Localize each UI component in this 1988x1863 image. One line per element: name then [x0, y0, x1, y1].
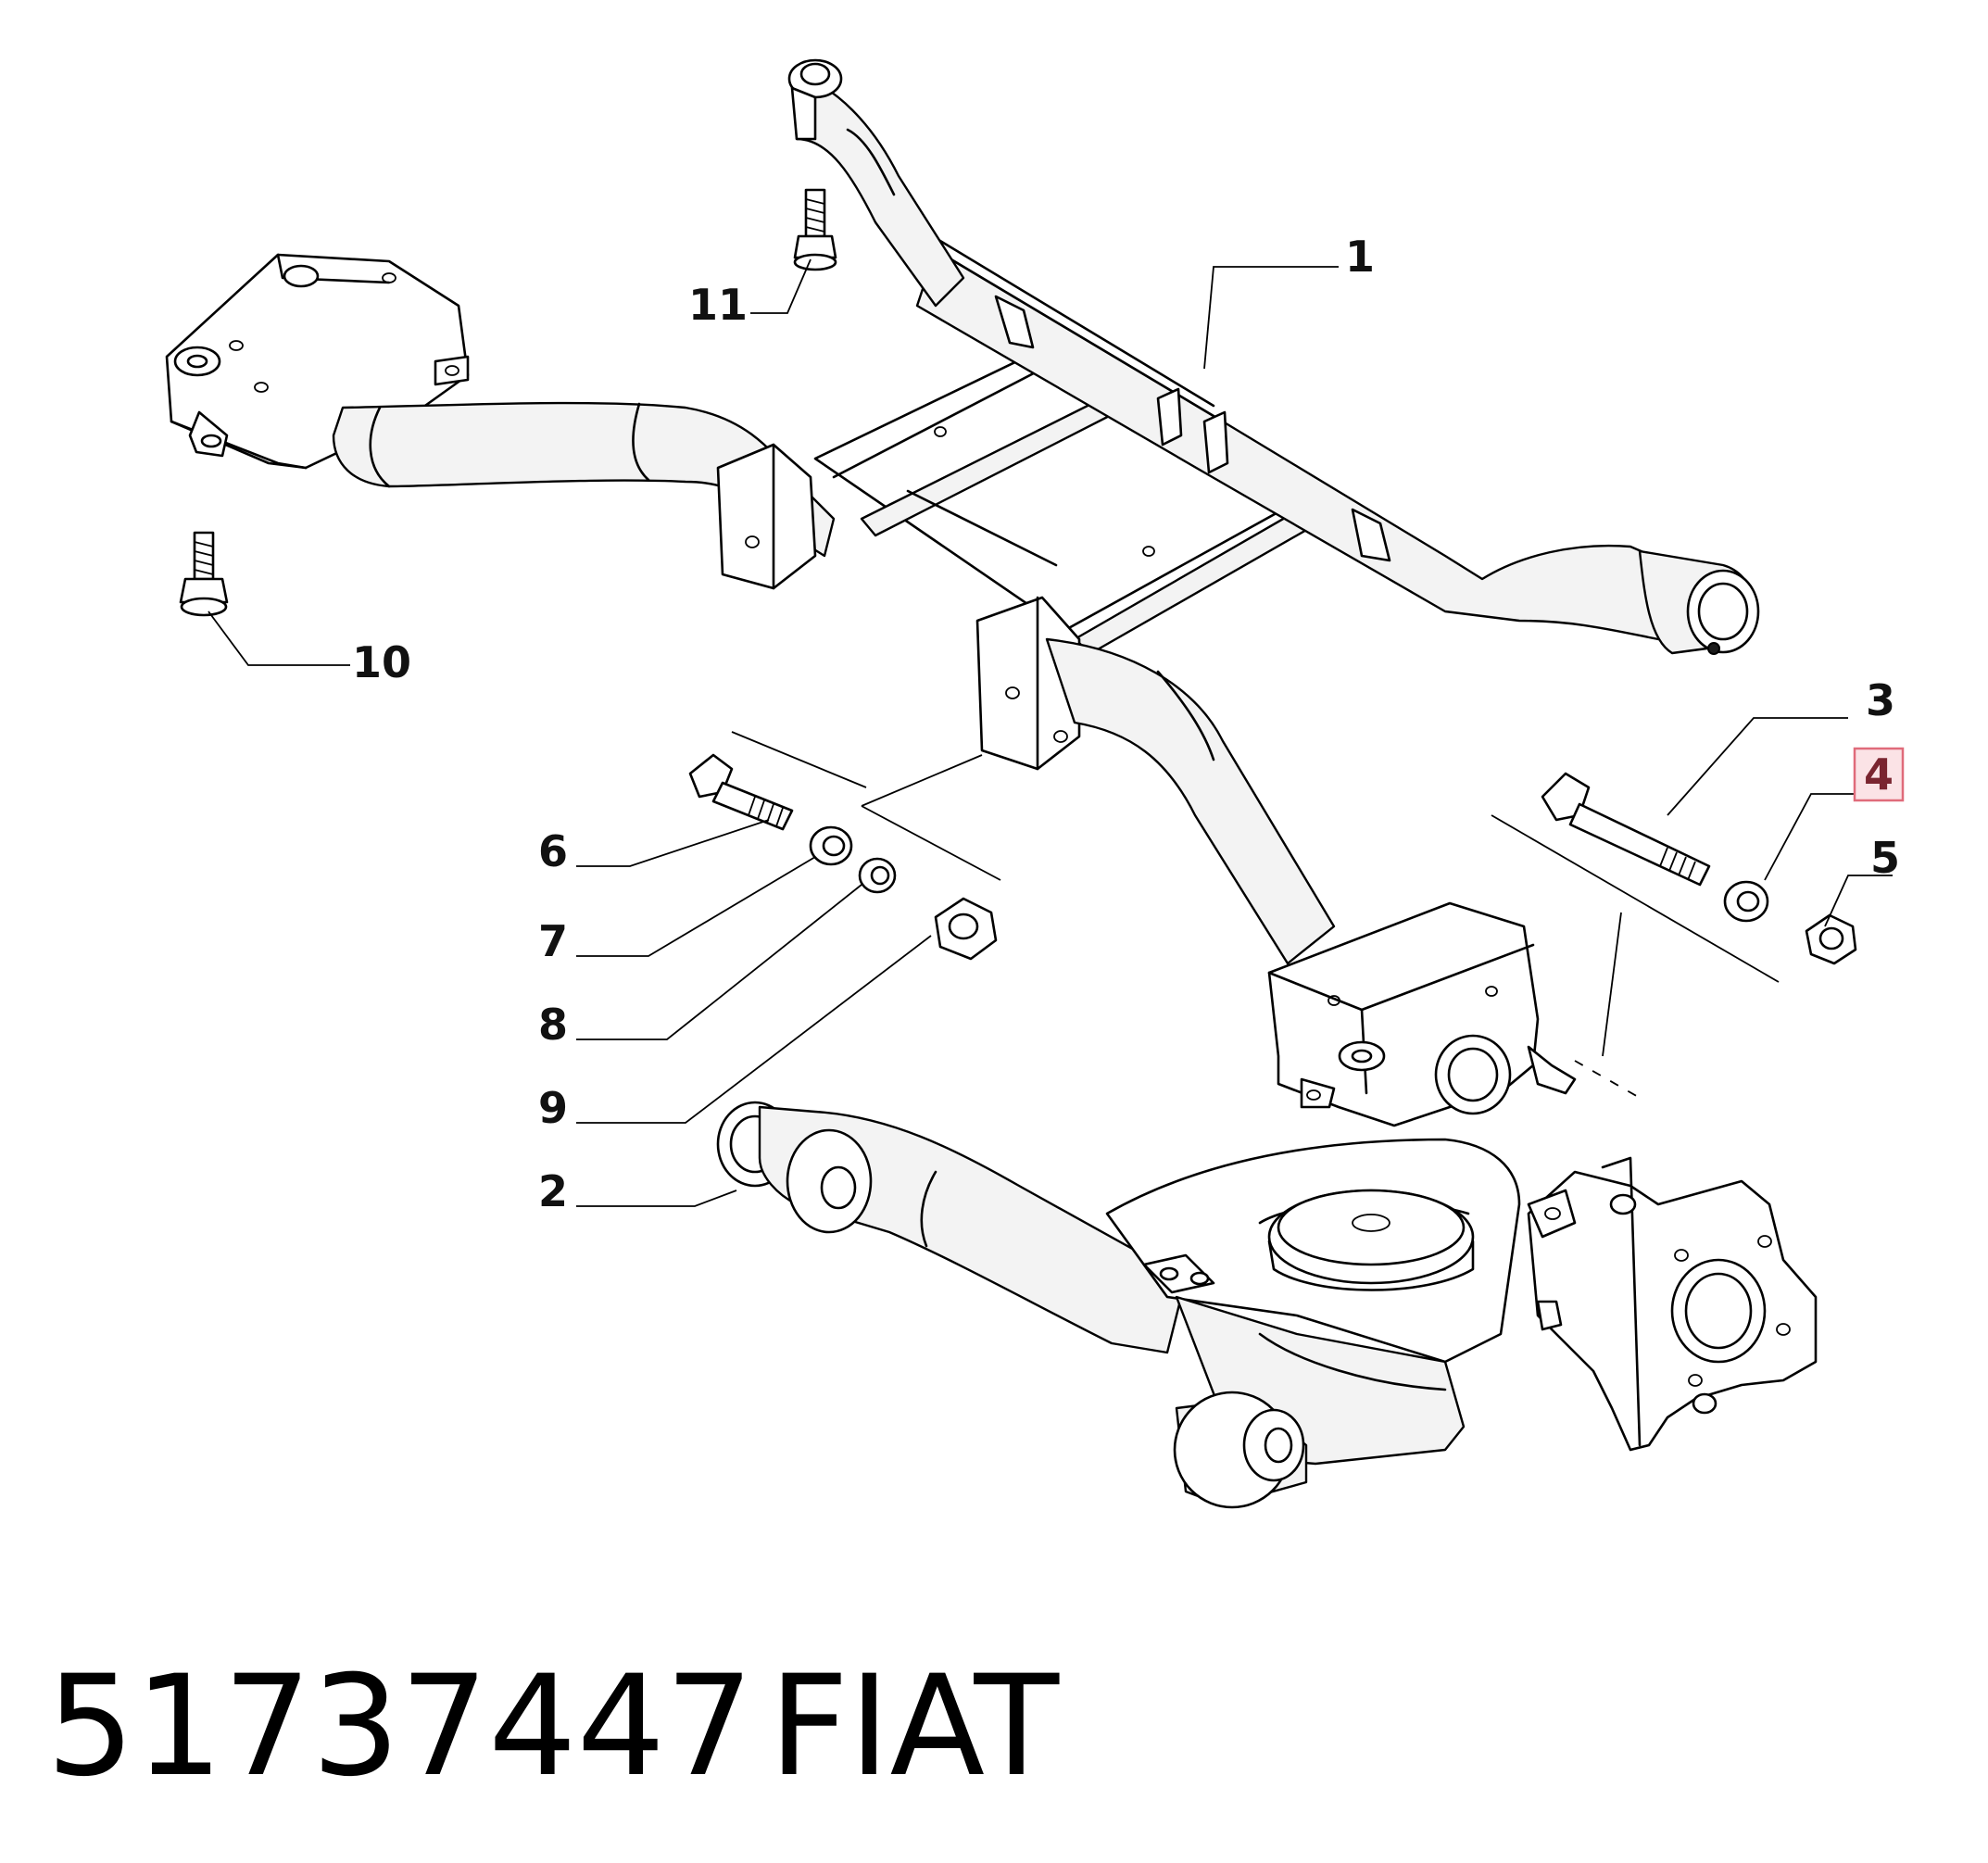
washer-part-8 [858, 857, 897, 894]
assembly-lines [731, 731, 1780, 1099]
leader-lines [208, 258, 1893, 1207]
callout-8: 8 [538, 1000, 568, 1050]
bolt-part-3 [1541, 772, 1711, 887]
part-number: 51737447 [46, 1646, 753, 1807]
callout-1: 1 [1345, 232, 1375, 282]
subframe-part-1 [165, 58, 1760, 1127]
brand-name: FIAT [769, 1646, 1060, 1807]
callout-7: 7 [538, 916, 568, 966]
highlight-box [1853, 747, 1905, 802]
callout-6: 6 [538, 826, 568, 876]
bolt-part-11 [793, 188, 837, 271]
footer: 51737447 FIAT [46, 1646, 1060, 1807]
callout-5: 5 [1870, 833, 1900, 883]
trailing-arm-part-2 [716, 1101, 1818, 1509]
bolt-part-6 [688, 753, 794, 831]
callout-3: 3 [1866, 675, 1895, 725]
callouts: 1 11 10 3 4 5 6 7 8 9 2 [352, 232, 1905, 1216]
callout-2: 2 [538, 1166, 568, 1216]
nut-part-5 [1805, 913, 1857, 965]
callout-11: 11 [688, 280, 748, 330]
callout-9: 9 [538, 1083, 568, 1133]
callout-4: 4 [1864, 749, 1894, 799]
callout-10: 10 [352, 637, 411, 687]
nut-part-9 [934, 897, 998, 961]
washer-part-7 [809, 825, 853, 866]
washer-part-4 [1723, 880, 1769, 923]
bolt-part-10 [179, 531, 229, 617]
